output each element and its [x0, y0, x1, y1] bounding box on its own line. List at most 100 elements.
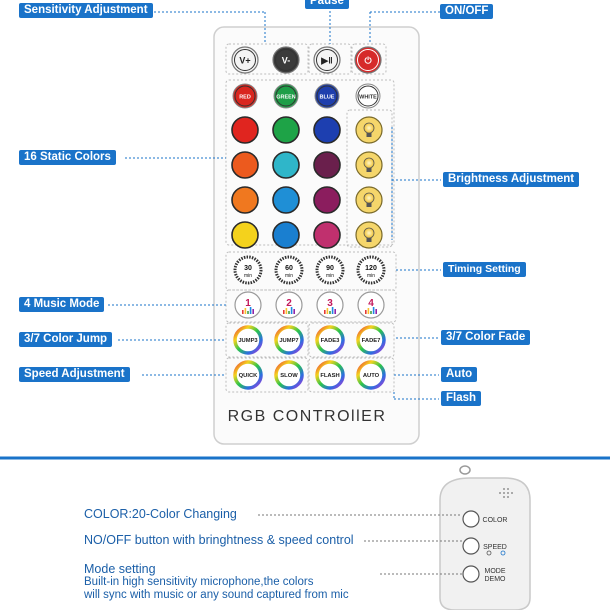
- color-button-ring: [316, 85, 338, 107]
- speaker-hole: [507, 488, 509, 490]
- callout-flash: Flash: [441, 391, 482, 406]
- static-color-button: [272, 116, 300, 144]
- callout-timing: Timing Setting: [443, 262, 526, 277]
- speaker-hole: [507, 492, 509, 494]
- callout-music-mode: 4 Music Mode: [19, 297, 105, 312]
- equalizer-icon: [285, 308, 288, 314]
- remote-title: RGB CONTROllER: [228, 408, 387, 425]
- top-button-ring: [275, 49, 297, 71]
- timer-unit: min: [285, 273, 293, 279]
- top-button: [354, 46, 382, 74]
- jump-fade-label: FADE7: [362, 338, 381, 344]
- timer-button: [233, 255, 263, 285]
- jump-fade-label: JUMP7: [279, 338, 298, 344]
- color-button: [273, 83, 299, 109]
- timer-value: 90: [326, 265, 334, 272]
- panel-outline: [225, 322, 309, 358]
- static-color-button: [272, 221, 300, 249]
- jump-fade-button: [315, 325, 345, 355]
- music-mode-label: 3: [327, 298, 333, 309]
- sun-icon: [486, 550, 492, 556]
- panel-outline: [308, 322, 395, 358]
- equalizer-icon: [329, 311, 331, 314]
- color-button-label: GREEN: [276, 95, 296, 101]
- lower-leaders: [258, 514, 462, 575]
- color-button-ring: [357, 85, 379, 107]
- timer-button: [356, 255, 386, 285]
- static-color-button: [313, 186, 341, 214]
- mini-remote-button: [462, 565, 480, 583]
- bulb-icon: [363, 227, 375, 239]
- speed-label: FLASH: [320, 373, 339, 379]
- music-mode-button: [234, 291, 262, 319]
- speed-label: QUICK: [239, 373, 258, 379]
- top-button-label: ⏻: [364, 56, 372, 66]
- bulb-base-icon: [366, 238, 372, 242]
- music-mode-label: 1: [245, 298, 251, 309]
- equalizer-icon: [334, 309, 336, 314]
- equalizer-icon: [331, 307, 334, 314]
- callout-pause: Pause: [305, 0, 349, 9]
- callout-brightness: Brightness Adjustment: [443, 172, 580, 187]
- speed-button: [356, 360, 386, 390]
- callout-static-colors: 16 Static Colors: [19, 150, 116, 165]
- bulb-base-icon: [366, 168, 372, 172]
- speaker-hole: [503, 496, 505, 498]
- panel-outline: [351, 43, 387, 75]
- bulb-base-icon: [366, 133, 372, 137]
- top-button-ring: [316, 49, 338, 71]
- speed-label: AUTO: [363, 373, 380, 379]
- music-mode-button: [357, 291, 385, 319]
- speed-button: [233, 360, 263, 390]
- top-button: [272, 46, 300, 74]
- top-button-label: V-: [282, 56, 291, 66]
- speaker-holes-icon: [499, 488, 513, 498]
- top-button-label: ▶‖: [320, 56, 332, 66]
- power-icon: [500, 550, 506, 556]
- top-button-ring: [357, 49, 379, 71]
- music-mode-label: 2: [286, 298, 292, 309]
- callout-auto: Auto: [441, 367, 478, 382]
- color-button-ring: [234, 85, 256, 107]
- music-mode-button: [275, 291, 303, 319]
- mode-line-1: Built-in high sensitivity microphone,the…: [84, 576, 314, 588]
- timer-unit: min: [244, 273, 252, 279]
- equalizer-icon: [326, 308, 329, 314]
- static-color-button: [313, 221, 341, 249]
- top-button: [313, 46, 341, 74]
- bulb-icon: [363, 157, 375, 169]
- static-color-button: [313, 151, 341, 179]
- music-mode-button: [316, 291, 344, 319]
- equalizer-icon: [247, 311, 249, 314]
- color-button-label: WHITE: [359, 95, 377, 101]
- mode-line-2: will sync with music or any sound captur…: [84, 589, 349, 601]
- top-button-ring: [234, 49, 256, 71]
- jump-fade-label: JUMP3: [238, 338, 258, 344]
- panel-outline: [225, 289, 397, 323]
- equalizer-icon: [372, 307, 375, 314]
- mini-remote-label: MODE: [485, 568, 506, 575]
- mode-title: Mode setting: [84, 562, 156, 576]
- onoff-description: NO/OFF button with bringhtness & speed c…: [84, 533, 354, 547]
- panel-outline: [225, 43, 309, 75]
- mini-remote-label: DEMO: [485, 576, 507, 583]
- equalizer-icon: [367, 308, 370, 314]
- top-button: [231, 46, 259, 74]
- jump-fade-label: FADE3: [321, 338, 340, 344]
- speaker-hole: [507, 496, 509, 498]
- top-button-label: V+: [239, 56, 250, 66]
- color-button: [232, 83, 258, 109]
- bulb-icon: [363, 192, 375, 204]
- timer-unit: min: [326, 273, 334, 279]
- speed-label: SLOW: [280, 373, 298, 379]
- jump-fade-button: [274, 325, 304, 355]
- static-color-button: [313, 116, 341, 144]
- equalizer-icon: [242, 310, 244, 314]
- equalizer-icon: [324, 310, 326, 314]
- color-button-label: RED: [239, 95, 251, 101]
- callout-speed: Speed Adjustment: [19, 367, 130, 382]
- panel-outline: [346, 109, 393, 248]
